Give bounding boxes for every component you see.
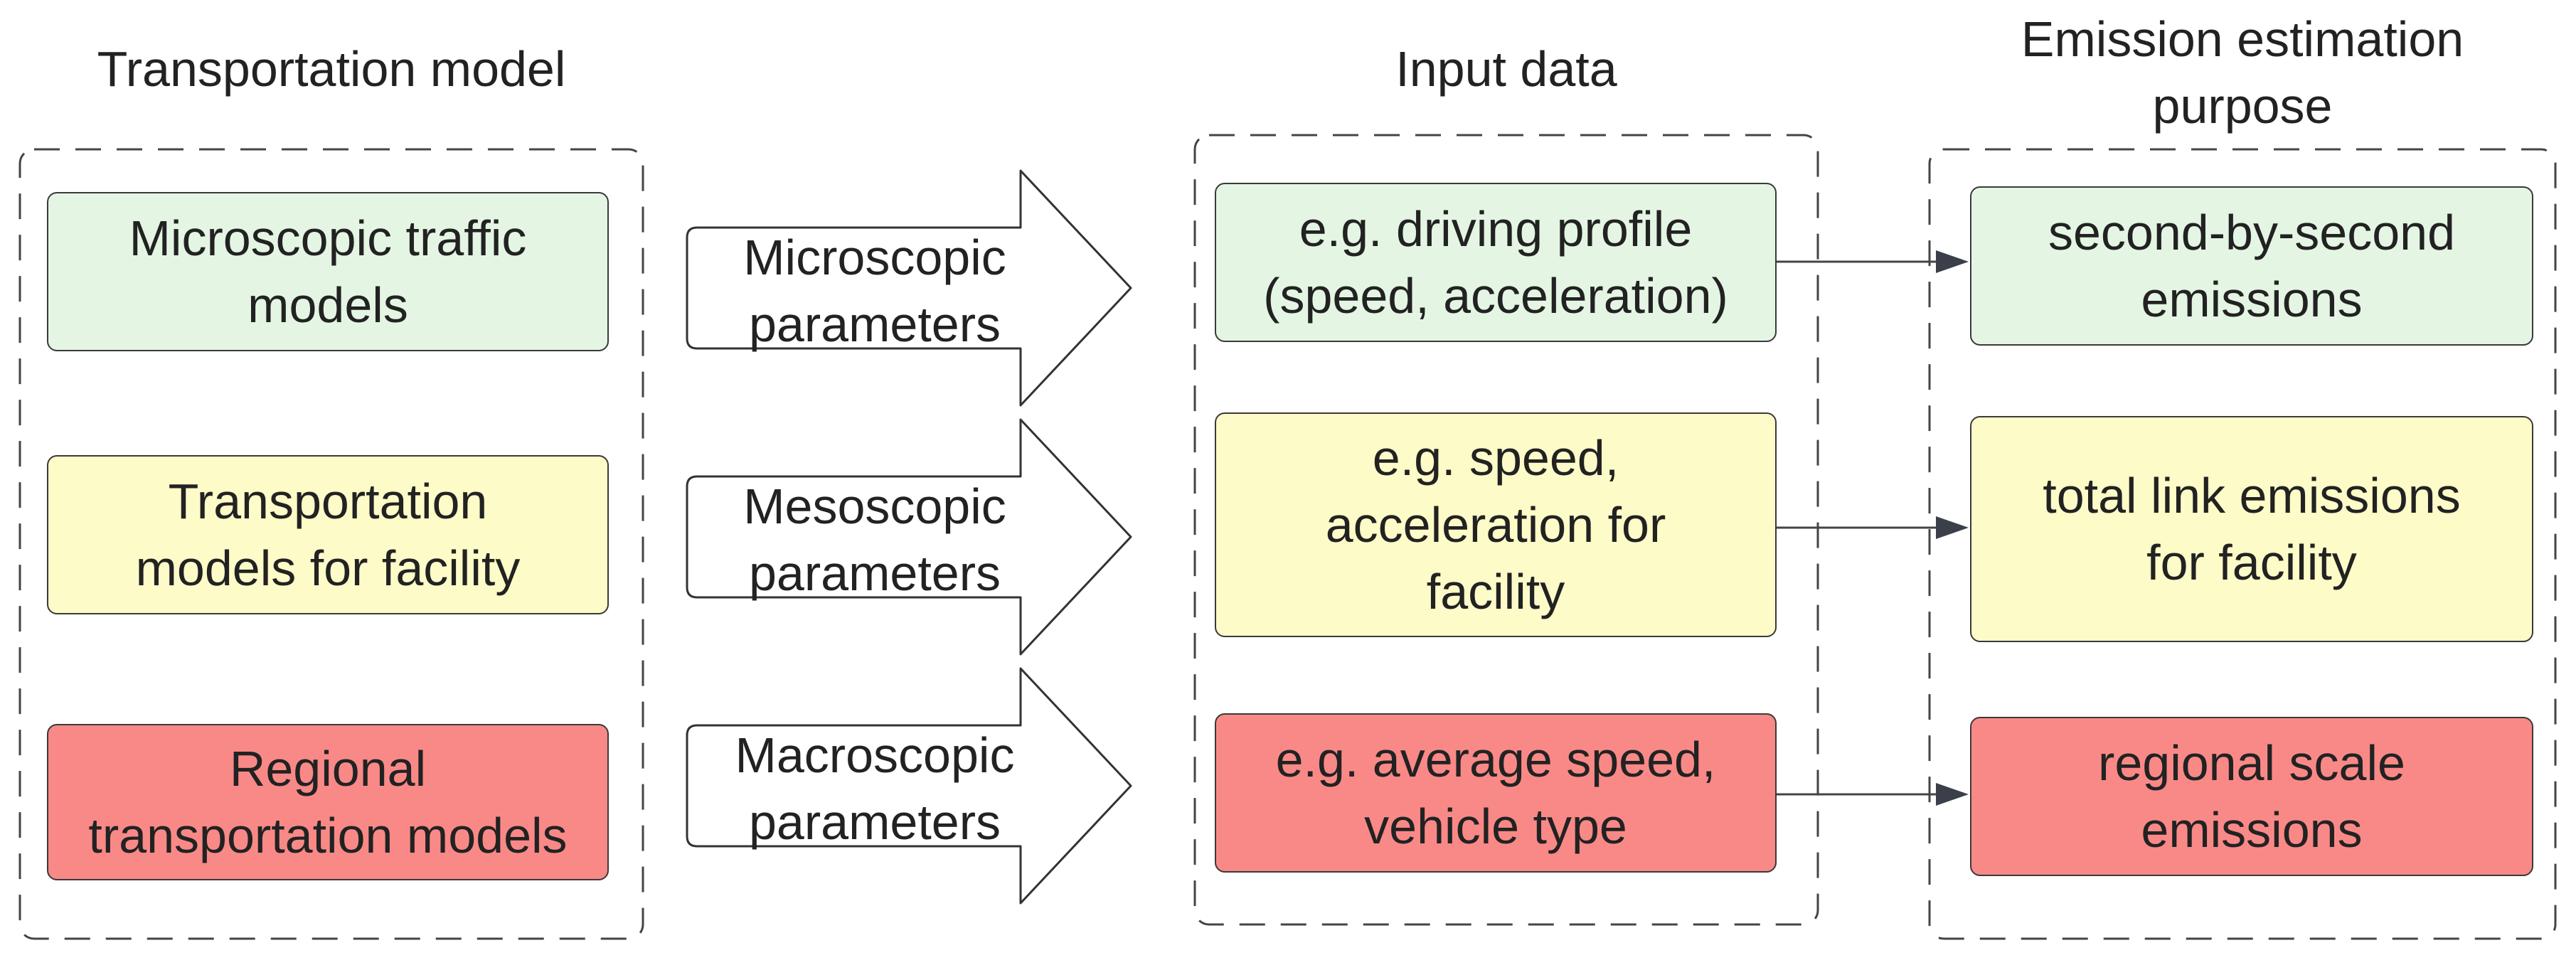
transport-model-microscopic: Microscopic traffic models (47, 192, 609, 351)
transport-model-title: Transportation model (97, 41, 566, 97)
emission-purpose-group (1928, 148, 2557, 940)
arrowhead-1 (1936, 250, 1969, 273)
input-data-mesoscopic: e.g. speed, acceleration for facility (1215, 412, 1777, 637)
input-data-macroscopic: e.g. average speed, vehicle type (1215, 713, 1777, 873)
input-data-title: Input data (1395, 41, 1617, 97)
input-data-group (1193, 134, 1819, 926)
emission-purpose-second-by-second: second-by-second emissions (1970, 186, 2533, 346)
arrow-label-microscopic: Microscopic parameters (743, 230, 1006, 352)
block-arrow-microscopic (686, 169, 1132, 407)
arrowhead-2 (1936, 516, 1969, 539)
arrowhead-3 (1936, 783, 1969, 806)
arrow-label-mesoscopic: Mesoscopic parameters (743, 479, 1006, 601)
emission-purpose-link: total link emissions for facility (1970, 416, 2533, 642)
transport-model-regional: Regional transportation models (47, 724, 609, 880)
transport-model-group (18, 148, 644, 940)
input-data-microscopic: e.g. driving profile (speed, acceleratio… (1215, 183, 1777, 342)
emission-purpose-title: Emission estimation purpose (2021, 11, 2464, 134)
emission-purpose-regional: regional scale emissions (1970, 717, 2533, 876)
transport-model-facility: Transportation models for facility (47, 455, 609, 614)
arrow-label-macroscopic: Macroscopic parameters (735, 727, 1015, 850)
block-arrow-macroscopic (686, 667, 1132, 905)
block-arrow-mesoscopic (686, 418, 1132, 656)
